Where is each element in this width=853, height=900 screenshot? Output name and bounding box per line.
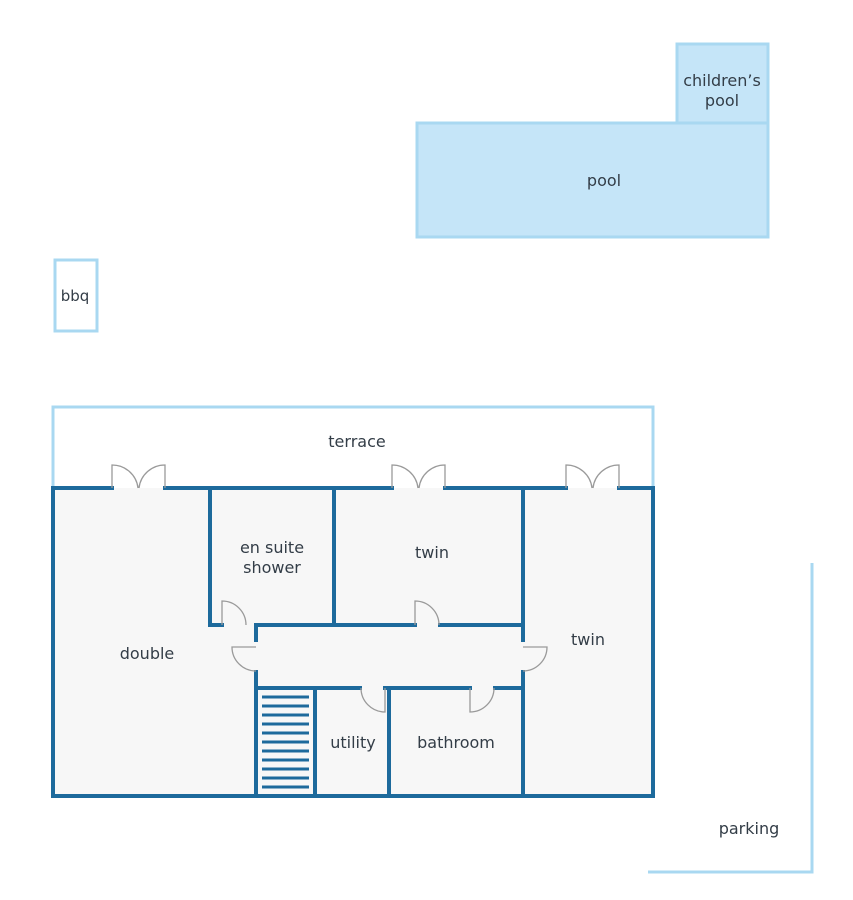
utility-door xyxy=(360,687,386,713)
utility-label: utility xyxy=(330,733,376,752)
bbq xyxy=(53,258,99,333)
twin-terrace-door xyxy=(391,464,446,489)
terrace-label: terrace xyxy=(328,432,385,451)
twin-door xyxy=(414,600,440,626)
en-suite-door xyxy=(221,600,247,626)
childrens-pool-label-1: children’s xyxy=(683,71,761,90)
twin-right-door xyxy=(522,646,548,672)
twin-right-terrace-door xyxy=(565,464,620,489)
twin-top-label: twin xyxy=(415,543,449,562)
en-suite-label-2: shower xyxy=(243,558,301,577)
en-suite-label-1: en suite xyxy=(240,538,304,557)
doors xyxy=(111,464,620,713)
childrens-pool xyxy=(675,42,770,125)
pool xyxy=(415,121,770,239)
outer-walls xyxy=(51,486,655,798)
interior-walls xyxy=(208,486,525,798)
double-label: double xyxy=(120,644,175,663)
parking-label: parking xyxy=(719,819,780,838)
double-terrace-door xyxy=(111,464,166,489)
childrens-pool-label-2: pool xyxy=(705,91,739,110)
twin-right-label: twin xyxy=(571,630,605,649)
house-floor xyxy=(53,488,653,796)
parking-outline xyxy=(648,563,814,874)
staircase xyxy=(262,695,309,789)
bbq-label: bbq xyxy=(61,287,90,305)
bathroom-door xyxy=(469,687,495,713)
pool-label: pool xyxy=(587,171,621,190)
double-door xyxy=(231,646,257,672)
terrace-outline xyxy=(51,405,655,488)
bathroom-label: bathroom xyxy=(417,733,495,752)
